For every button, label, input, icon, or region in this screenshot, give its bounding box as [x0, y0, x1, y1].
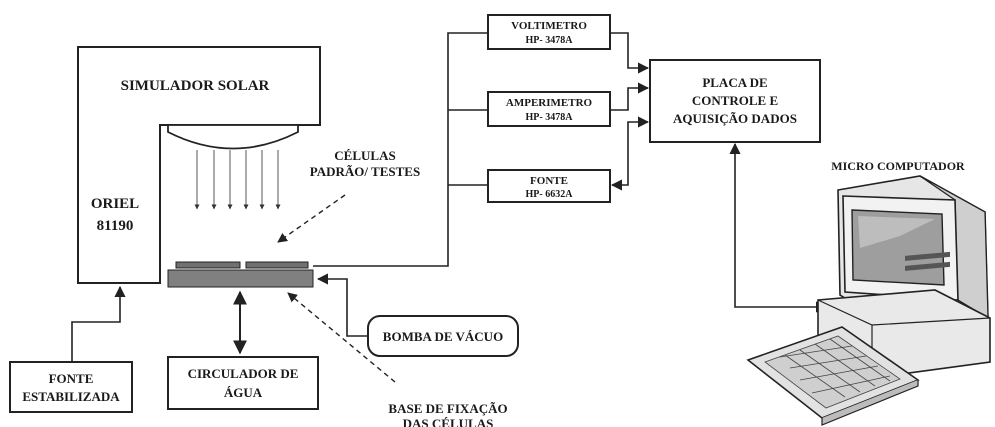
- board-computer-link: [729, 142, 828, 313]
- base-label-line1: BASE DE FIXAÇÃO: [388, 401, 507, 416]
- voltmeter-box: VOLTIMETRO HP- 3478A: [487, 14, 611, 50]
- control-board-line3: AQUISIÇÃO DADOS: [673, 111, 797, 126]
- computer-icon: [746, 175, 991, 426]
- power-source-model: HP- 6632A: [526, 189, 574, 200]
- voltmeter-label: VOLTIMETRO: [511, 20, 587, 32]
- simulator-title: SIMULADOR SOLAR: [121, 78, 270, 94]
- stabilized-source-line2: ESTABILIZADA: [22, 389, 120, 404]
- water-circulator-box: CIRCULADOR DE ÁGUA: [167, 356, 319, 410]
- base-label-line2: DAS CÉLULAS: [403, 416, 494, 427]
- test-cell: [245, 261, 309, 269]
- cells-label-line2: PADRÃO/ TESTES: [310, 164, 420, 179]
- lamp-lens: [167, 124, 299, 150]
- simulator-model-line2: 81190: [97, 218, 134, 234]
- water-circulator-line1: CIRCULADOR DE: [188, 366, 299, 381]
- signal-bus: [313, 32, 488, 267]
- keyboard-icon: [746, 326, 920, 426]
- vacuum-to-base-arrow: [316, 273, 368, 337]
- stabilized-source-line1: FONTE: [49, 371, 94, 386]
- source-to-simulator-arrow: [71, 285, 126, 362]
- ammeter-label: AMPERIMETRO: [506, 97, 593, 109]
- simulator-model-line1: ORIEL: [91, 196, 139, 212]
- control-board-line2: CONTROLE E: [692, 93, 778, 108]
- vacuum-pump-label: BOMBA DE VÁCUO: [383, 329, 503, 344]
- power-source-box: FONTE HP- 6632A: [487, 169, 611, 203]
- cells-pointer-arrow: [277, 194, 346, 243]
- micro-computer-label: MICRO COMPUTADOR: [831, 159, 965, 173]
- cell-base: [167, 261, 314, 288]
- voltmeter-model: HP- 3478A: [526, 35, 574, 46]
- control-board-line1: PLACA DE: [702, 75, 767, 90]
- board-to-source-arrow: [610, 116, 650, 191]
- voltmeter-to-board-arrow: [610, 32, 650, 74]
- ammeter-model: HP- 3478A: [526, 112, 574, 123]
- solar-simulator: SIMULADOR SOLAR ORIEL 81190: [77, 46, 321, 284]
- vacuum-pump-box: BOMBA DE VÁCUO: [367, 315, 519, 357]
- stabilized-source-box: FONTE ESTABILIZADA: [9, 361, 133, 413]
- power-source-label: FONTE: [530, 175, 568, 187]
- ammeter-to-board-arrow: [610, 82, 650, 111]
- control-board-box: PLACA DE CONTROLE E AQUISIÇÃO DADOS: [649, 59, 821, 143]
- light-rays: [194, 150, 281, 210]
- reference-cell: [175, 261, 241, 269]
- ammeter-box: AMPERIMETRO HP- 3478A: [487, 91, 611, 127]
- cells-label-line1: CÉLULAS: [334, 148, 395, 163]
- water-circulator-line2: ÁGUA: [224, 385, 263, 400]
